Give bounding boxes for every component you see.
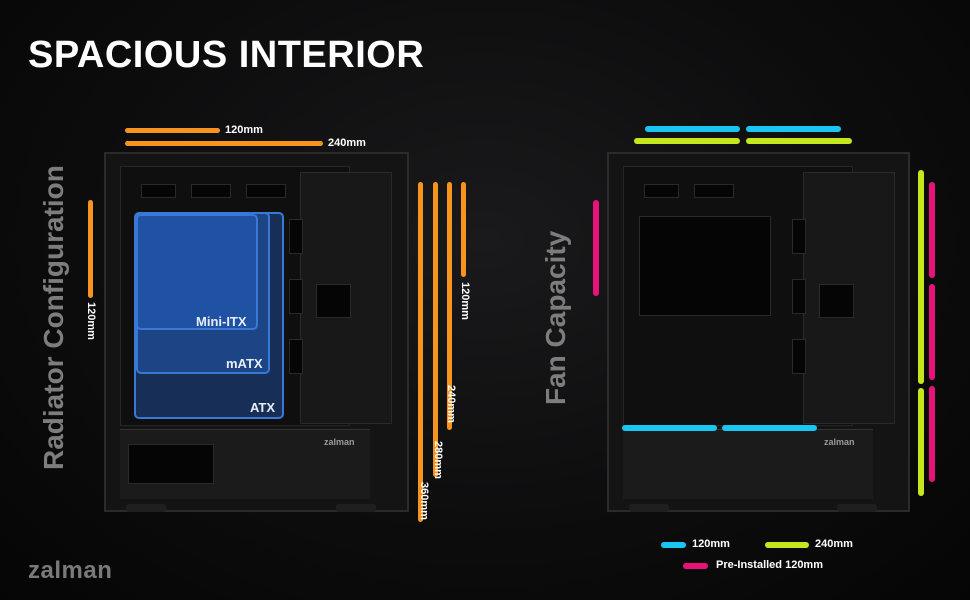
- front-radiator-120-label: 120mm: [459, 282, 471, 320]
- top-radiator-240-label: 240mm: [328, 137, 366, 149]
- top-fan-240-bar: [746, 138, 852, 144]
- front-fan-240-bar: [918, 388, 924, 496]
- atx-label: ATX: [250, 400, 276, 415]
- front-radiator-240-bar: [447, 182, 452, 430]
- case-logo: zalman: [324, 437, 355, 447]
- legend-120-label: 120mm: [692, 538, 730, 550]
- front-radiator-120-bar: [461, 182, 466, 277]
- fan-capacity-title: Fan Capacity: [540, 230, 571, 405]
- bottom-fan-120-bar: [622, 425, 717, 431]
- drive-cutout: [316, 284, 351, 318]
- motherboard-tray-cutout: [639, 216, 771, 316]
- grommet: [792, 279, 806, 314]
- top-radiator-240-bar: [125, 141, 323, 146]
- front-fan-preinstalled-bar: [929, 284, 935, 380]
- legend-240-label: 240mm: [815, 538, 853, 550]
- case-foot: [336, 504, 376, 512]
- cable-hole: [191, 184, 231, 198]
- drive-cutout: [819, 284, 854, 318]
- case-foot: [837, 504, 877, 512]
- legend-240-swatch: [765, 542, 809, 548]
- radiator-configuration-title: Radiator Configuration: [38, 165, 69, 470]
- rear-radiator-120-label: 120mm: [85, 302, 97, 340]
- top-fan-240-bar: [634, 138, 740, 144]
- front-fan-preinstalled-bar: [929, 182, 935, 278]
- front-radiator-280-bar: [433, 182, 438, 477]
- brand-logo: zalman: [28, 557, 113, 584]
- bottom-fan-120-bar: [722, 425, 817, 431]
- top-radiator-120-label: 120mm: [225, 124, 263, 136]
- matx-label: mATX: [226, 356, 263, 371]
- matx-board: [136, 212, 270, 374]
- grommet: [792, 219, 806, 254]
- grommet: [289, 339, 303, 374]
- front-radiator-360-label: 360mm: [418, 482, 430, 520]
- legend-preinstalled-label: Pre-Installed 120mm: [716, 559, 823, 571]
- legend-120-swatch: [661, 542, 686, 548]
- front-fan-240-bar: [918, 170, 924, 384]
- case-foot: [629, 504, 669, 512]
- psu-cutout: [128, 444, 214, 484]
- cable-hole: [694, 184, 734, 198]
- rear-radiator-120-bar: [88, 200, 93, 298]
- atx-board: [134, 212, 284, 419]
- top-radiator-120-bar: [125, 128, 220, 133]
- psu-shroud: [623, 429, 873, 499]
- case-foot: [126, 504, 166, 512]
- front-radiator-280-label: 280mm: [432, 441, 444, 479]
- grommet: [289, 219, 303, 254]
- mini-itx-board: [136, 214, 258, 330]
- page-title: SPACIOUS INTERIOR: [28, 34, 425, 76]
- grommet: [792, 339, 806, 374]
- grommet: [289, 279, 303, 314]
- top-fan-120-bar: [746, 126, 841, 132]
- top-fan-120-bar: [645, 126, 740, 132]
- mini-itx-label: Mini-ITX: [196, 314, 247, 329]
- front-radiator-360-bar: [418, 182, 423, 522]
- cable-hole: [644, 184, 679, 198]
- cable-hole: [246, 184, 286, 198]
- front-fan-preinstalled-bar: [929, 386, 935, 482]
- cable-hole: [141, 184, 176, 198]
- rear-fan-preinstalled-bar: [593, 200, 599, 296]
- case-right: zalman: [607, 152, 910, 512]
- front-radiator-240-label: 240mm: [445, 385, 457, 423]
- case-logo: zalman: [824, 437, 855, 447]
- legend-preinstalled-swatch: [683, 563, 708, 569]
